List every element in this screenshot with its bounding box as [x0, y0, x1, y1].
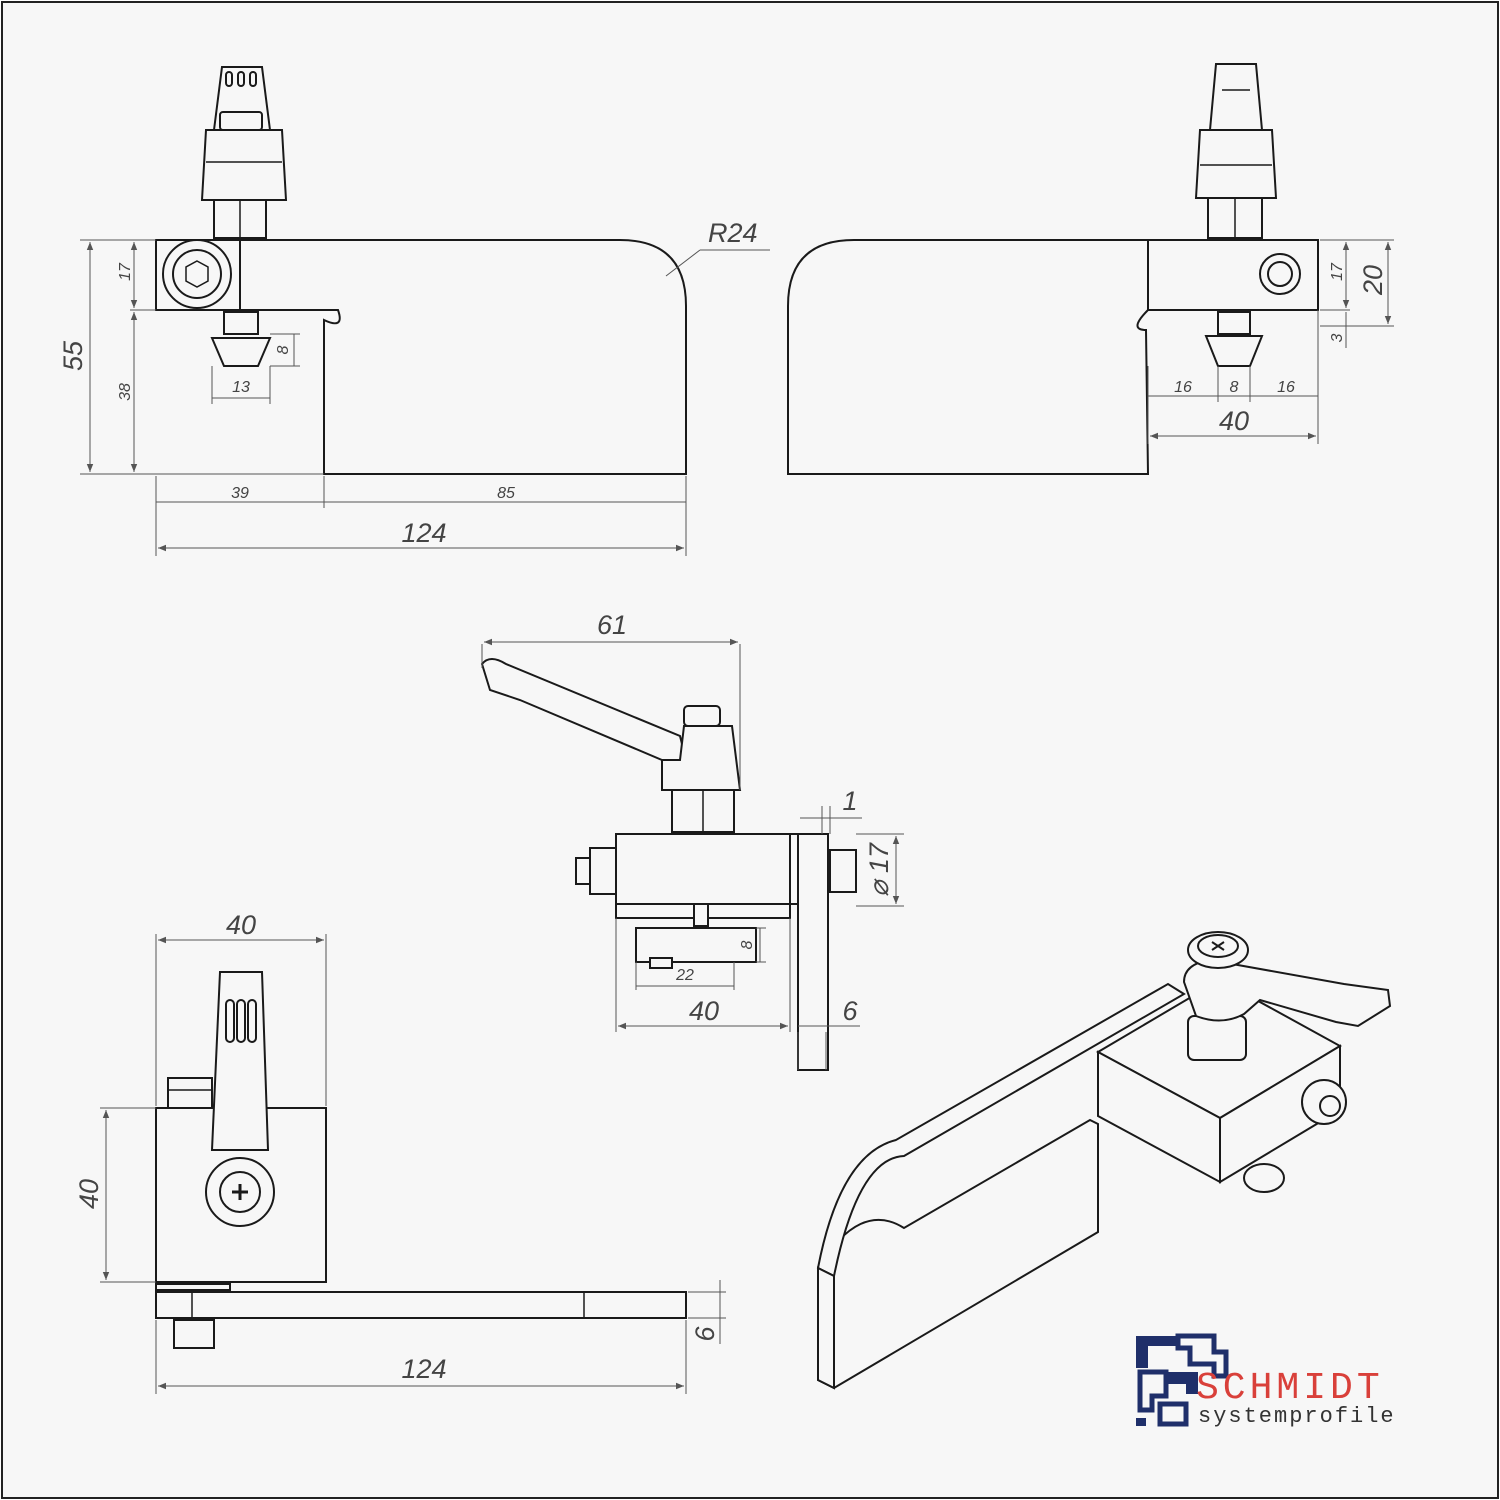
dim-17-right: 17: [1329, 262, 1346, 281]
front-view: 61 1 ⌀ 17 8 22 40 6: [480, 610, 904, 1071]
dim-40-right: 40: [1219, 406, 1249, 436]
dim-124-bottom: 124: [401, 1354, 446, 1384]
dim-40-top-height: 40: [74, 1179, 104, 1209]
logo-name: SCHMIDT: [1196, 1367, 1384, 1410]
side-plate: [155, 239, 687, 475]
dim-40-front: 40: [689, 996, 719, 1026]
dim-16-right: 16: [1277, 379, 1295, 396]
isometric-view: [816, 931, 1392, 1390]
lever-top: [210, 971, 270, 1151]
dim-r24: R24: [708, 218, 758, 248]
dim-124-top: 124: [401, 518, 446, 548]
dim-3: 3: [1329, 333, 1346, 342]
dim-8-front: 8: [739, 940, 756, 949]
t-nut: [223, 311, 259, 335]
knob-head-right: [1208, 63, 1264, 131]
dim-17-left: 17: [117, 262, 134, 281]
knob-base: [200, 129, 288, 201]
dim-6-top: 6: [690, 1326, 720, 1342]
side-view-right: 17 20 3 16 8 16 40: [787, 63, 1394, 475]
stop-arm: [155, 1291, 687, 1319]
iso-plate-top: [816, 982, 1186, 1278]
clamp-block: [615, 833, 791, 905]
top-view: 40 40 6 124: [74, 910, 726, 1394]
iso-lever: [1182, 958, 1392, 1028]
dim-38: 38: [117, 383, 134, 401]
dim-61: 61: [597, 610, 627, 640]
dim-16-left: 16: [1174, 379, 1192, 396]
dim-22: 22: [675, 967, 694, 984]
logo-tagline: systemprofile: [1198, 1404, 1396, 1429]
dim-13: 13: [232, 379, 250, 396]
clamp-lever: [480, 658, 688, 761]
t-slot-nut: [635, 927, 757, 963]
dim-8-left: 8: [275, 345, 292, 354]
dim-1: 1: [842, 786, 857, 816]
dim-8-right: 8: [1230, 379, 1239, 396]
dim-20: 20: [1358, 265, 1388, 296]
dim-diameter-17: ⌀ 17: [864, 842, 894, 897]
logo-mark-icon: [1136, 1333, 1229, 1427]
side-view-left: 55 17 38 8 13 R24 39 85 124: [58, 66, 770, 556]
dim-85: 85: [497, 485, 515, 502]
dim-39: 39: [231, 485, 249, 502]
dim-40-top-width: 40: [226, 910, 256, 940]
stop-plate: [797, 833, 829, 1071]
dim-55: 55: [58, 340, 88, 371]
schmidt-logo: SCHMIDT systemprofile: [1136, 1333, 1396, 1429]
dim-6-front: 6: [842, 996, 858, 1026]
